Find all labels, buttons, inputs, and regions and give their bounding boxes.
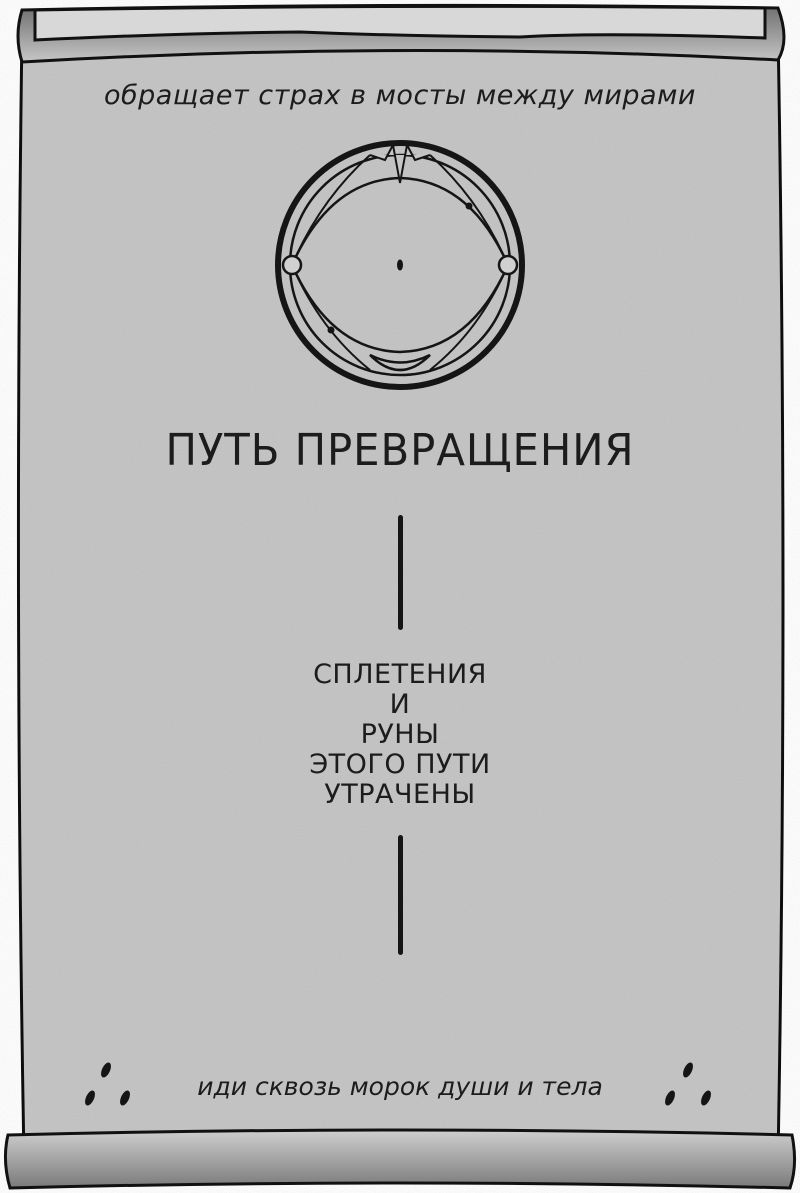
lost-notice: СПЛЕТЕНИЯ И РУНЫ ЭТОГО ПУТИ УТРАЧЕНЫ xyxy=(0,660,800,810)
bottom-motto: иди сквозь морок души и тела xyxy=(197,1072,603,1101)
divider-line-bottom xyxy=(398,835,403,955)
dots-ornament-left xyxy=(85,1062,130,1106)
top-roll xyxy=(16,3,786,64)
page-title: ПУТЬ ПРЕВРАЩЕНИЯ xyxy=(165,425,635,476)
ring-sigil-icon xyxy=(275,140,525,390)
lost-line: УТРАЧЕНЫ xyxy=(324,779,476,810)
top-motto: обращает страх в мосты между мирами xyxy=(104,80,696,111)
lost-line: РУНЫ xyxy=(360,719,440,750)
bottom-roll xyxy=(3,1128,797,1190)
dots-ornament-right xyxy=(665,1062,711,1106)
divider-line-top xyxy=(398,515,403,630)
lost-line: ЭТОГО ПУТИ xyxy=(309,749,491,780)
lost-line: СПЛЕТЕНИЯ xyxy=(313,659,487,690)
lost-line: И xyxy=(389,689,411,720)
